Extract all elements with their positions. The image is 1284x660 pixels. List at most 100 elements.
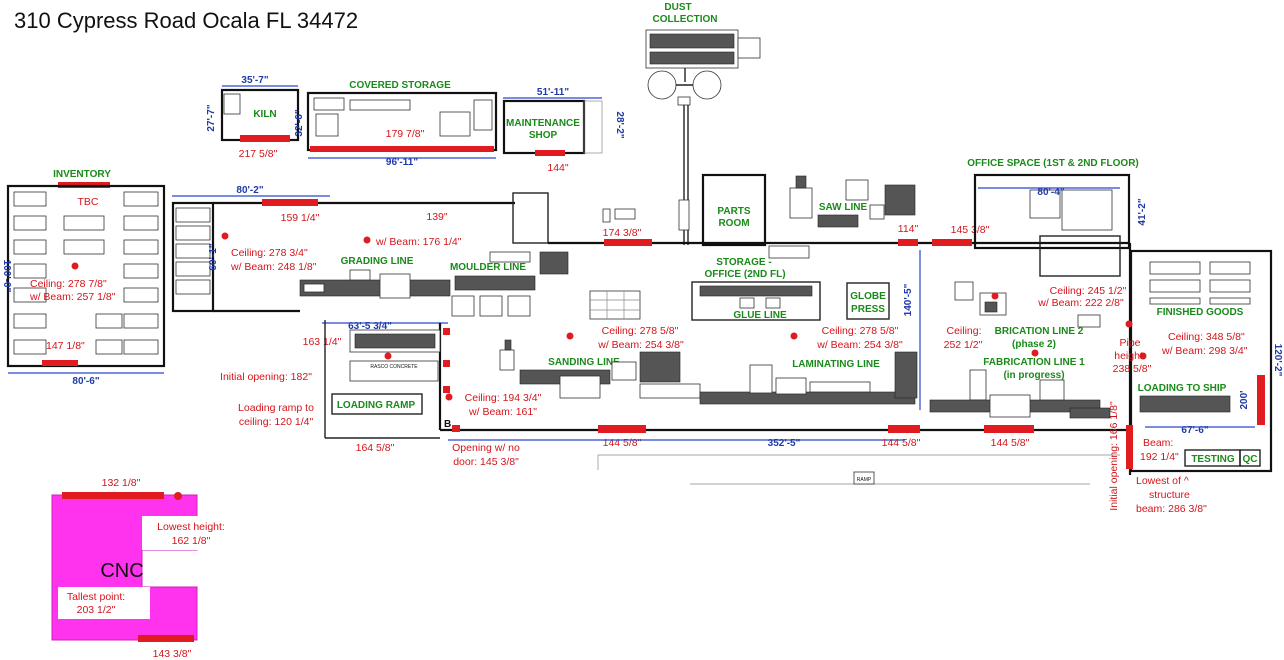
covered-width-dim: 96'-11" xyxy=(386,157,418,168)
parts-area: 174 3/8" PARTS ROOM STORAGE - OFFICE (2N… xyxy=(602,173,990,280)
cnc-lowest-label: Lowest height: xyxy=(157,521,225,533)
bottom-door-marker-2 xyxy=(888,425,920,433)
inventory-area: INVENTORY 100'-0" TBC Ceiling: 278 7/8" … xyxy=(1,169,166,387)
office-area: OFFICE SPACE (1ST & 2ND FLOOR) 80'-4" 41… xyxy=(967,158,1148,277)
pipe-label-3: 238 5/8" xyxy=(1113,363,1152,375)
finished-goods-label: FINISHED GOODS xyxy=(1157,307,1244,318)
maint-door-measure: 144" xyxy=(547,162,569,174)
beam-label: Beam: xyxy=(1143,437,1173,449)
storage-rack xyxy=(473,99,493,131)
loading-ramp-label: LOADING RAMP xyxy=(337,400,416,411)
office-left-measure: 145 3/8" xyxy=(951,224,990,236)
covered-height-dim: 32'-6" xyxy=(294,109,305,136)
storage-rack xyxy=(349,99,411,111)
ramp-ceiling-2: ceiling: 120 1/4" xyxy=(239,416,314,428)
kiln-area: 35'-7" 27'-7" KILN 217 5/8" xyxy=(206,75,300,160)
inventory-building xyxy=(6,184,166,368)
ramp-sign-text: RAMP xyxy=(857,477,872,483)
press-label: PRESS xyxy=(851,304,885,315)
ramp-marker xyxy=(443,386,450,393)
sanding-line-machinery xyxy=(499,339,701,399)
lowest-structure-2: structure xyxy=(1149,489,1190,501)
qc-label: QC xyxy=(1243,454,1258,465)
lam-beam: w/ Beam: 254 3/8" xyxy=(816,339,903,351)
ramp-marker xyxy=(443,360,450,367)
bottom-door-marker-3 xyxy=(984,425,1034,433)
dust-duct-box xyxy=(678,199,690,231)
dust-silo-left xyxy=(647,70,677,100)
grading-annex xyxy=(512,192,549,244)
inventory-bottom-marker xyxy=(42,360,78,366)
glue-area: GLUE LINE GLOBE PRESS 140'-5" xyxy=(691,250,921,410)
parts-left-measure: 174 3/8" xyxy=(603,227,642,239)
grading-top-measure2: 139" xyxy=(426,211,448,223)
dust-label: DUST xyxy=(664,2,691,13)
east-opening-marker xyxy=(1126,425,1133,469)
maint-width-dim: 51'-11" xyxy=(537,87,569,98)
beam-value: 192 1/4" xyxy=(1140,451,1179,463)
collection-label: COLLECTION xyxy=(653,14,718,25)
sanding-ceiling: Ceiling: 278 5/8" xyxy=(602,325,679,337)
fab-252-value: 252 1/2" xyxy=(944,339,983,351)
glue-line-label: GLUE LINE xyxy=(733,310,787,321)
ramp-bottom-measure: 164 5/8" xyxy=(356,442,395,454)
shipping-rack xyxy=(1139,395,1231,413)
ship-width-dim: 67'-6" xyxy=(1181,425,1208,436)
grading-ceiling: Ceiling: 278 3/4" xyxy=(231,247,308,259)
ramp-ceiling-1: Loading ramp to xyxy=(238,402,314,414)
office-room xyxy=(1061,189,1113,231)
storage-rack xyxy=(315,113,339,137)
inventory-bottom-measure: 147 1/8" xyxy=(46,340,85,352)
covered-storage-area: COVERED STORAGE 32'-6" 179 7/8" 96'-11" xyxy=(294,80,498,168)
inventory-width-dim: 80'-6" xyxy=(72,376,99,387)
parts-label: PARTS xyxy=(717,206,750,217)
bottom-door-measure-3: 144 5/8" xyxy=(991,437,1030,449)
inventory-measure-point xyxy=(71,262,79,270)
maintenance-shop-area: 51'-11" MAINTENANCE SHOP 28'-2" 144" xyxy=(502,87,625,174)
grading-sub-dim: 63'-5 3/4" xyxy=(348,321,392,332)
pipe-measure-point xyxy=(1125,320,1133,328)
finished-goods-racks xyxy=(1149,261,1251,305)
opening-marker xyxy=(452,425,460,432)
tbc-label: TBC xyxy=(78,196,99,208)
storage-rack xyxy=(313,97,345,111)
dust-collection-area: DUST COLLECTION xyxy=(645,2,761,245)
cnc-top-measure: 132 1/8" xyxy=(102,477,141,489)
kiln-width-dim: 35'-7" xyxy=(241,75,268,86)
office-height-dim: 41'-2" xyxy=(1137,198,1148,225)
testing-label: TESTING xyxy=(1191,454,1235,465)
opening-line-2: door: 145 3/8" xyxy=(453,456,519,468)
shop-label: SHOP xyxy=(529,130,558,141)
lam-ceiling: Ceiling: 278 5/8" xyxy=(822,325,899,337)
sanding-beam: w/ Beam: 254 3/8" xyxy=(597,339,684,351)
initial-opening-measure: Initial opening: 182" xyxy=(220,371,312,383)
fab-252-ceiling: Ceiling: xyxy=(946,325,981,337)
grading-measure-point xyxy=(221,232,229,240)
grading-building: 80'-2" 60'-1" 159 1/4" 139" Ceiling: 278… xyxy=(171,185,569,332)
fg-ceiling: Ceiling: 348 5/8" xyxy=(1168,331,1245,343)
office-door-marker xyxy=(932,239,972,246)
storage-rack xyxy=(768,245,810,259)
grading-line-machinery xyxy=(299,269,451,299)
cnc-label: CNC xyxy=(100,560,143,582)
bottom-door-measure-2: 144 5/8" xyxy=(882,437,921,449)
globe-press-room xyxy=(846,282,890,320)
kiln-height-dim: 27'-7" xyxy=(206,104,217,131)
inventory-height-dim: 100'-0" xyxy=(1,260,12,293)
main-width-dim: 352'-5" xyxy=(768,438,801,449)
ship-door-marker xyxy=(1257,375,1265,425)
kiln-door-measure: 217 5/8" xyxy=(239,148,278,160)
fg-beam: w/ Beam: 298 3/4" xyxy=(1161,345,1248,357)
kiln-equipment xyxy=(223,93,241,115)
fab-line-1-label: FABRICATION LINE 1 xyxy=(983,357,1085,368)
maintenance-annex xyxy=(583,100,603,154)
cnc-lowest-box xyxy=(142,516,236,550)
parts-cabinet xyxy=(614,208,636,220)
mid-ceiling: Ceiling: 194 3/4" xyxy=(465,392,542,404)
cnc-bottom-measure: 143 3/8" xyxy=(153,648,192,660)
kiln-label: KILN xyxy=(253,109,276,120)
office-space-label: OFFICE SPACE (1ST & 2ND FLOOR) xyxy=(967,158,1139,169)
maintenance-label: MAINTENANCE xyxy=(506,118,580,129)
ship-height-dim: 200' xyxy=(1239,390,1250,409)
